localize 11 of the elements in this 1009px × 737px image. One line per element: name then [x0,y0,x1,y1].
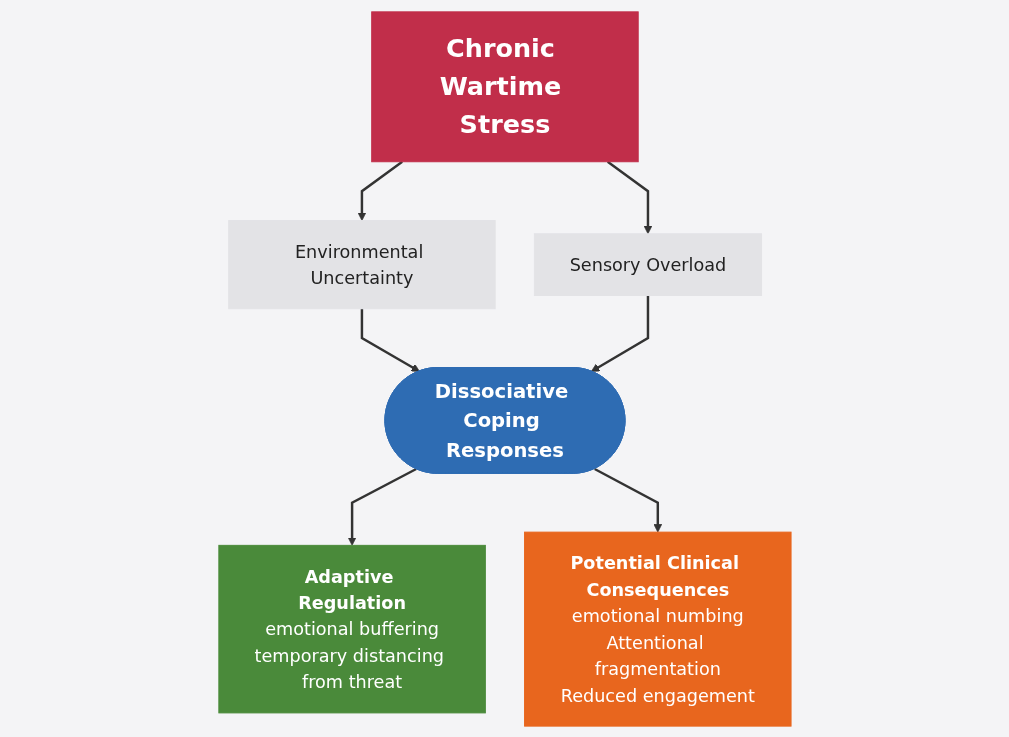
arrow [593,467,662,533]
arrow [347,467,417,546]
arrow [360,308,420,372]
arrow [357,160,403,221]
node-box: Adaptive Regulation emotional buffering temporary distancing from threat [217,544,486,713]
node-box: Sensory Overload [533,232,762,296]
node-box: Environmental Uncertainty [227,219,496,309]
node-box: Chronic Wartime Stress [370,10,639,162]
arrow [606,160,652,234]
arrow [590,295,649,372]
node-box: Potential Clinical Consequences emotional numbing Attentional fragmentation Reduced engagement [523,531,792,727]
